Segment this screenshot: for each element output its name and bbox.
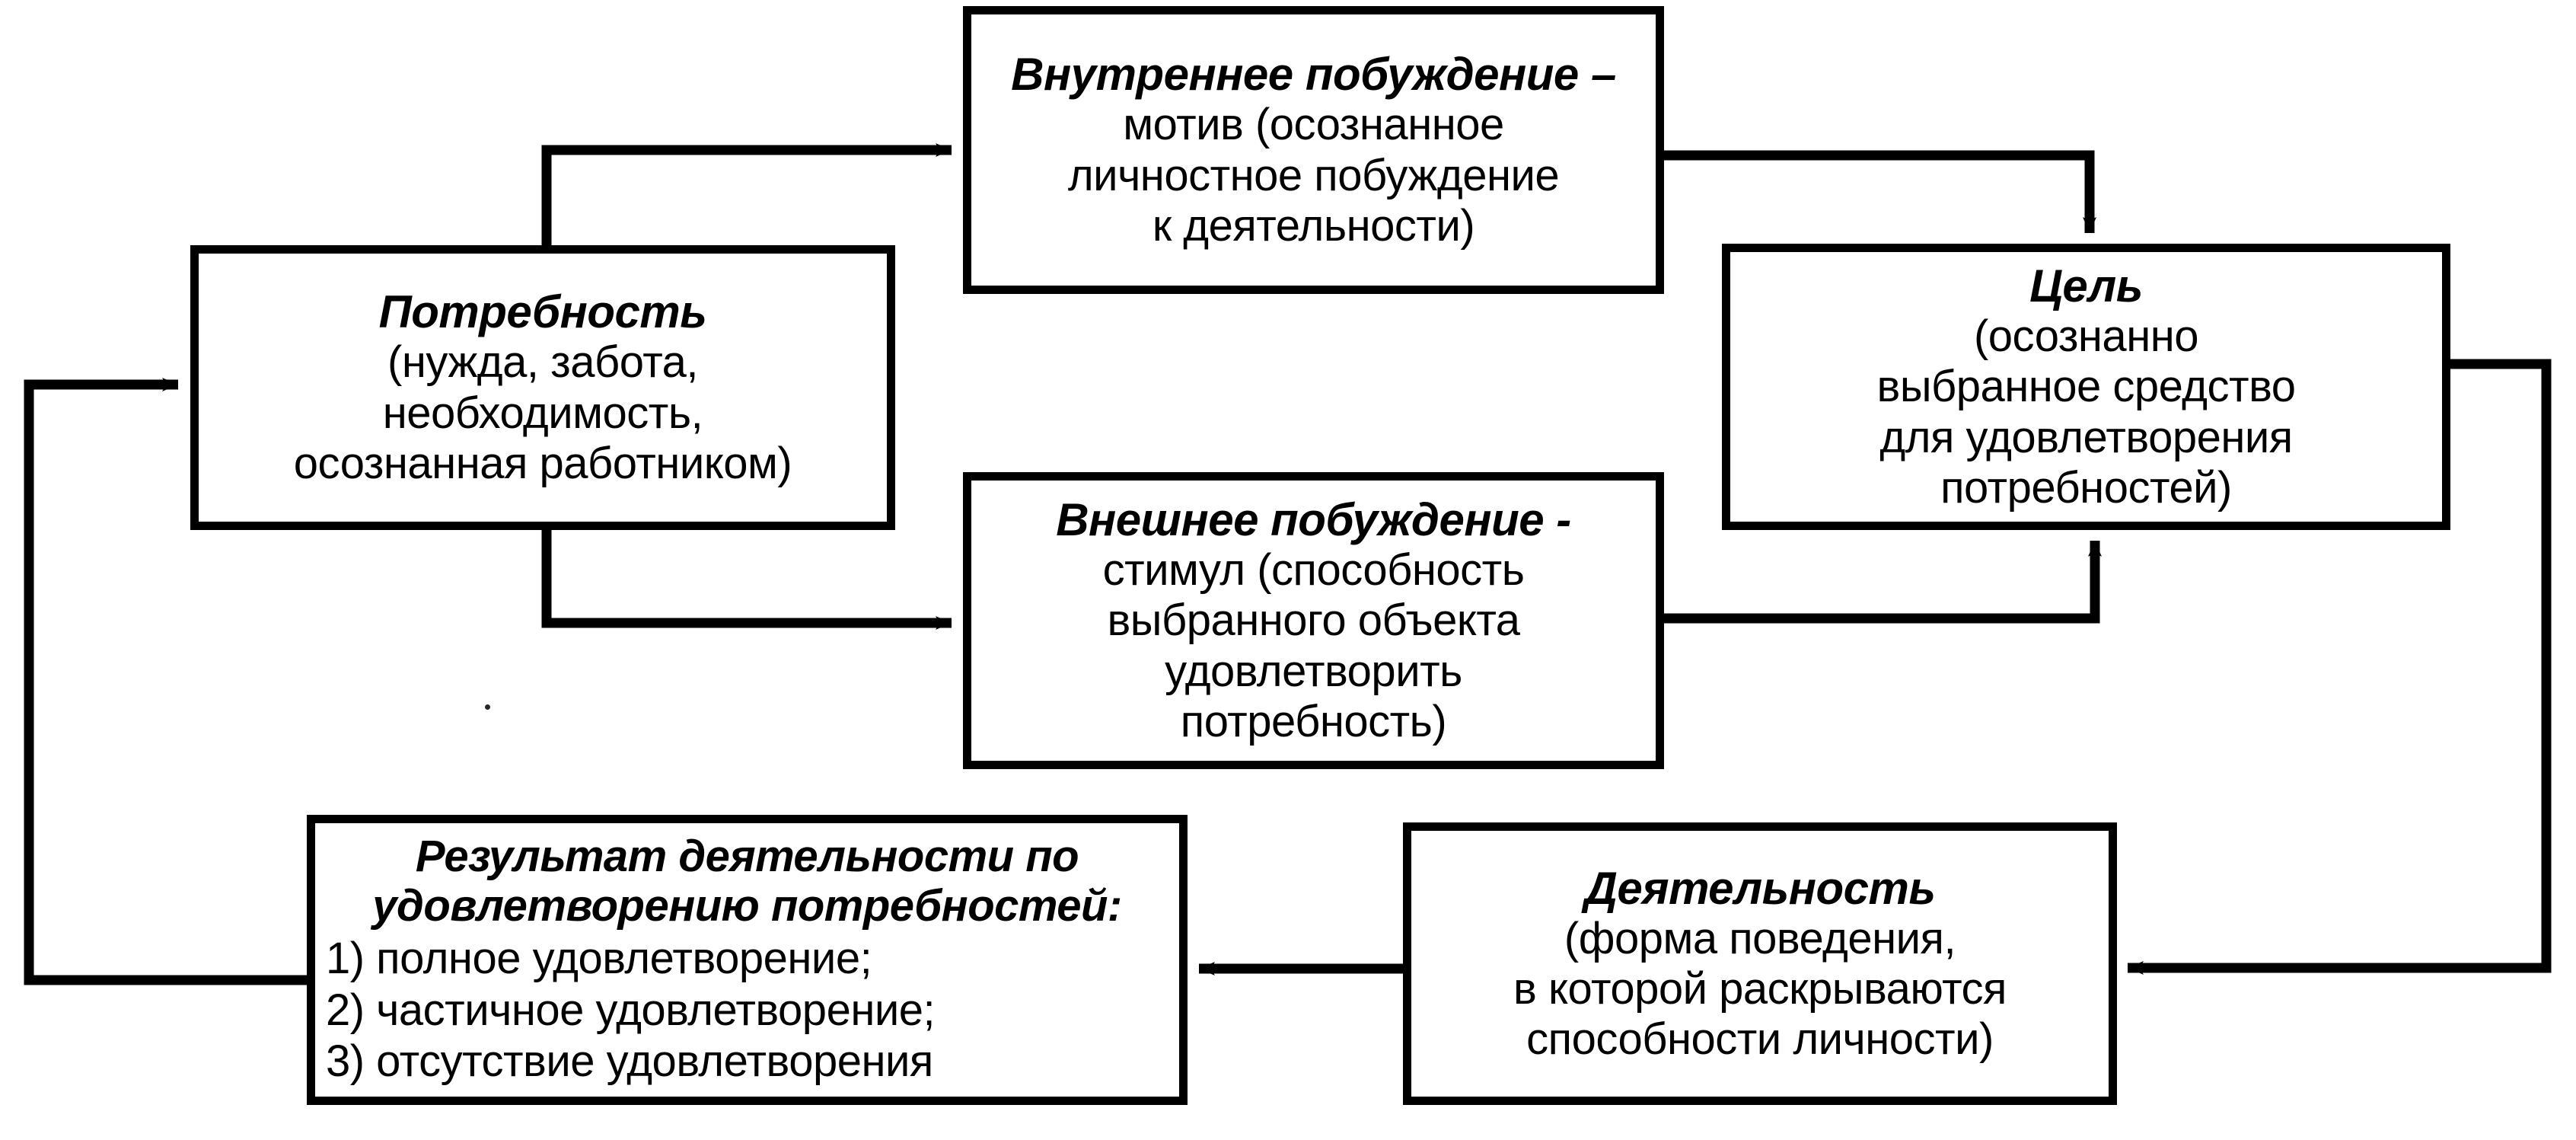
node-external-line-1: стимул (способность <box>1102 545 1525 596</box>
node-need-line-2: необходимость, <box>382 388 703 438</box>
node-activity-line-3: способности личности) <box>1526 1014 1994 1065</box>
node-need-line-1: (нужда, забота, <box>387 337 698 388</box>
node-need[interactable]: Потребность (нужда, забота, необходимост… <box>190 245 895 530</box>
node-internal-motivation[interactable]: Внутреннее побуждение – мотив (осознанно… <box>963 6 1664 294</box>
node-external-line-3: удовлетворить <box>1165 646 1462 696</box>
node-activity-line-1: (форма поведения, <box>1564 913 1956 963</box>
node-result-item-2: 2) частичное удовлетворение; <box>326 985 936 1035</box>
node-external-title: Внешнее побуждение - <box>1056 494 1571 546</box>
node-result-title-line-1: Результат деятельности по <box>415 831 1079 881</box>
node-external-line-2: выбранного объекта <box>1107 596 1520 646</box>
node-external-line-4: потребность) <box>1180 696 1447 746</box>
node-internal-line-2: личностное побуждение <box>1067 150 1560 200</box>
node-result-list: 1) полное удовлетворение; 2) частичное у… <box>326 933 936 1088</box>
node-internal-line-1: мотив (осознанное <box>1123 100 1504 150</box>
node-activity-title: Деятельность <box>1584 862 1936 914</box>
edge-need-to-external <box>541 530 952 630</box>
edge-internal-to-goal <box>1664 150 2096 233</box>
node-activity-line-2: в которой раскрываются <box>1513 964 2007 1014</box>
node-result-title-line-2: удовлетворению потребностей: <box>372 880 1122 931</box>
node-need-line-3: осознанная работником) <box>293 438 792 488</box>
node-goal-title: Цель <box>2029 260 2143 312</box>
node-goal-line-2: выбранное средство <box>1876 362 2297 412</box>
node-internal-title: Внутреннее побуждение – <box>1011 49 1616 101</box>
node-activity[interactable]: Деятельность (форма поведения, в которой… <box>1403 822 2117 1105</box>
edge-need-to-internal <box>541 143 952 245</box>
node-result-item-3: 3) отсутствие удовлетворения <box>326 1036 933 1087</box>
node-external-motivation[interactable]: Внешнее побуждение - стимул (способность… <box>963 472 1664 769</box>
node-goal-line-3: для удовлетворения <box>1879 412 2293 462</box>
node-result[interactable]: Результат деятельности по удовлетворению… <box>307 815 1188 1105</box>
edge-external-to-goal <box>1664 541 2102 624</box>
node-goal-line-4: потребностей) <box>1940 462 2232 513</box>
node-internal-line-3: к деятельности) <box>1152 200 1475 251</box>
node-result-item-1: 1) полное удовлетворение; <box>326 933 872 983</box>
node-goal[interactable]: Цель (осознанно выбранное средство для у… <box>1722 244 2450 530</box>
scan-speck <box>485 704 490 710</box>
node-need-title: Потребность <box>378 286 707 338</box>
node-goal-line-1: (осознанно <box>1973 311 2199 362</box>
